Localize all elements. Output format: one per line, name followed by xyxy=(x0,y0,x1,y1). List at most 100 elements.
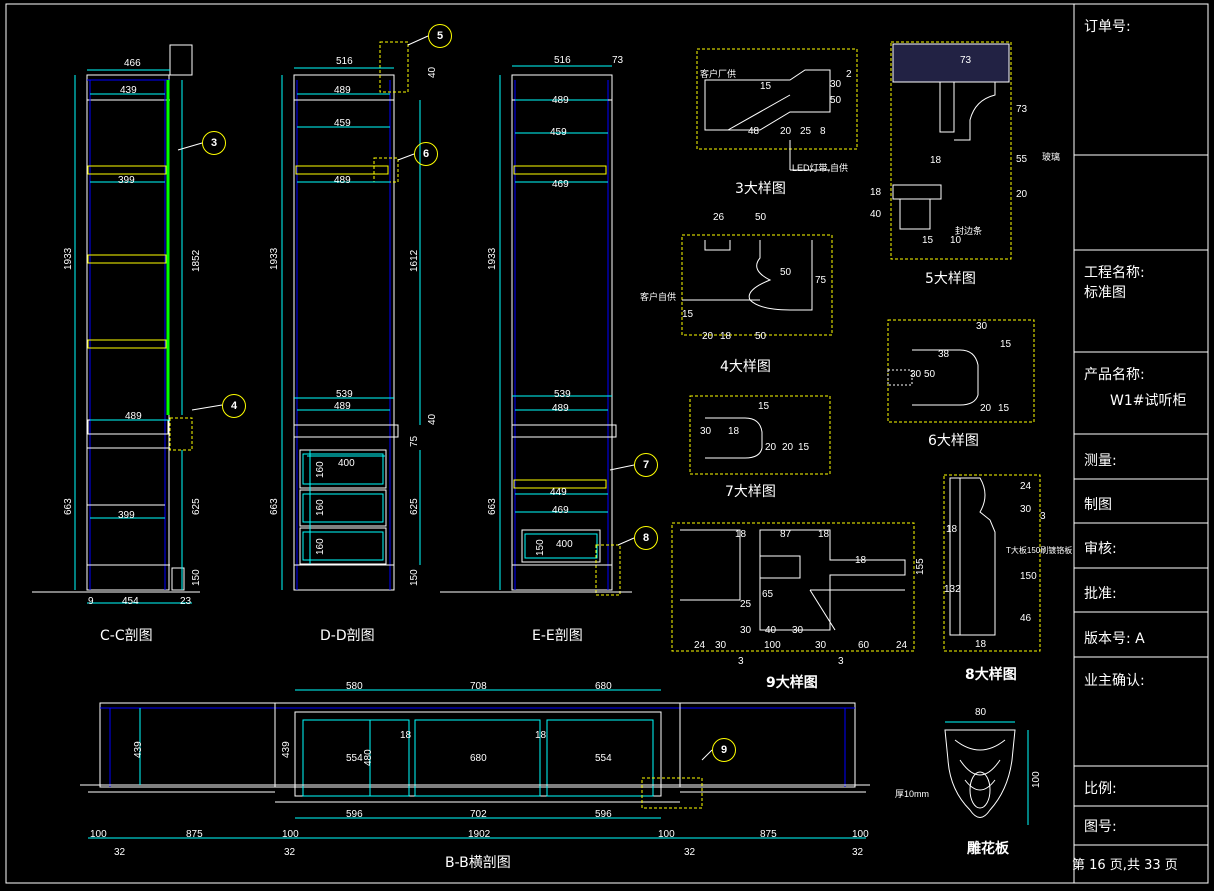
bb-dim-i18b: 18 xyxy=(535,730,547,741)
d7-dim-1: 15 xyxy=(758,401,770,412)
dd-dim-s160c: 160 xyxy=(315,538,326,555)
ee-dim-h663: 663 xyxy=(487,498,498,515)
d4-dim-5: 20 xyxy=(702,331,714,342)
d4-dim-8: 15 xyxy=(682,309,694,320)
bb-dim-r1: 100 xyxy=(658,829,675,840)
detail-bubble-5[interactable]: 5 xyxy=(428,24,452,48)
ee-section-title: E-E剖图 xyxy=(532,628,583,644)
ee-dim-d3: 469 xyxy=(552,179,569,190)
detail-8-title: 8大样图 xyxy=(965,667,1017,683)
d3-dim-1: 15 xyxy=(760,81,772,92)
cc-dim-top: 466 xyxy=(124,58,141,69)
dd-dim-h663: 663 xyxy=(269,498,280,515)
d9-dim-18: 155 xyxy=(915,558,926,575)
product-name-label: 产品名称: xyxy=(1084,367,1145,383)
note-thickness-10: 厚10mm xyxy=(895,789,930,799)
dd-dim-d5: 489 xyxy=(334,401,351,412)
ee-dim-top: 516 xyxy=(554,55,571,66)
d8-dim-1: 24 xyxy=(1020,481,1032,492)
cc-dim-b9: 9 xyxy=(88,596,94,607)
bb-dim-r3: 100 xyxy=(852,829,869,840)
d9-dim-3: 18 xyxy=(818,529,830,540)
bb-dim-b1: 596 xyxy=(346,809,363,820)
d8-dim-7: 132 xyxy=(944,584,961,595)
d6-dim-2: 15 xyxy=(1000,339,1012,350)
d9-dim-9: 30 xyxy=(792,625,804,636)
detail-7-title: 7大样图 xyxy=(725,484,776,500)
dd-dim-top: 516 xyxy=(336,56,353,67)
carved-panel-title: 雕花板 xyxy=(967,841,1009,857)
d9-dim-8: 40 xyxy=(765,625,777,636)
bb-dim-l3: 100 xyxy=(282,829,299,840)
ee-dim-b73: 73 xyxy=(612,55,624,66)
detail-5-view xyxy=(890,41,1012,260)
d3-dim-6: 30 xyxy=(830,79,842,90)
carved-panel-view xyxy=(944,721,1029,825)
bb-dim-s32b: 32 xyxy=(284,847,296,858)
d7-dim-5: 20 xyxy=(782,442,794,453)
d5-dim-8: 15 xyxy=(922,235,934,246)
cc-section-title: C-C剖图 xyxy=(100,628,153,644)
detail-9-title: 9大样图 xyxy=(766,675,818,691)
detail-bubble-4[interactable]: 4 xyxy=(222,394,246,418)
d8-dim-4: 18 xyxy=(975,639,987,650)
bb-dim-l1: 100 xyxy=(90,829,107,840)
detail-6-view xyxy=(887,319,1035,423)
bb-dim-s32c: 32 xyxy=(684,847,696,858)
cc-dim-d2: 399 xyxy=(118,175,135,186)
cc-dim-h1933: 1933 xyxy=(63,247,74,270)
note-client-supply-2: 客户自供 xyxy=(640,292,677,302)
bb-dim-h439b: 439 xyxy=(281,741,292,758)
d5-dim-9: 10 xyxy=(950,235,962,246)
page-number-label: 第 16 页,共 33 页 xyxy=(1072,858,1178,873)
review-label: 审核: xyxy=(1084,541,1117,557)
note-detail-8: T大板150刷镀铬板 xyxy=(1006,546,1073,555)
d3-dim-5: 8 xyxy=(820,126,826,137)
sheet-border xyxy=(5,3,1209,884)
bb-dim-b3: 596 xyxy=(595,809,612,820)
d9-dim-15: 24 xyxy=(896,640,908,651)
dd-dim-d4: 539 xyxy=(336,389,353,400)
bb-dim-s32a: 32 xyxy=(114,847,126,858)
d8-dim-6: 46 xyxy=(1020,613,1032,624)
approve-label: 批准: xyxy=(1084,586,1117,602)
bb-dim-i554b: 554 xyxy=(595,753,612,764)
d9-dim-1: 18 xyxy=(735,529,747,540)
cc-section-view xyxy=(32,44,200,604)
bb-section-title: B-B横剖图 xyxy=(445,855,511,871)
dd-dim-s75: 75 xyxy=(409,435,420,447)
d9-dim-7: 30 xyxy=(740,625,752,636)
detail-bubble-9[interactable]: 9 xyxy=(712,738,736,762)
d9-dim-2: 87 xyxy=(780,529,792,540)
bb-section-view xyxy=(80,689,870,839)
d6-dim-1: 30 xyxy=(976,321,988,332)
detail-bubble-8[interactable]: 8 xyxy=(634,526,658,550)
cc-dim-h1852: 1852 xyxy=(191,249,202,272)
detail-8-view xyxy=(943,474,1041,652)
bb-dim-h439: 439 xyxy=(133,741,144,758)
d9-dim-6: 25 xyxy=(740,599,752,610)
d5-dim-2: 73 xyxy=(1016,104,1028,115)
detail-3-view xyxy=(696,48,858,171)
carve-dim-width: 80 xyxy=(975,707,987,718)
bb-dim-t2: 708 xyxy=(470,681,487,692)
ee-dim-s150: 150 xyxy=(535,539,546,556)
detail-4-view xyxy=(681,234,833,336)
d3-dim-8: 2 xyxy=(846,69,852,80)
detail-bubble-6[interactable]: 6 xyxy=(414,142,438,166)
drawing-no-label: 图号: xyxy=(1084,819,1117,835)
dd-dim-s160b: 160 xyxy=(315,499,326,516)
detail-6-title: 6大样图 xyxy=(928,433,979,449)
detail-bubble-7[interactable]: 7 xyxy=(634,453,658,477)
ee-dim-d1: 489 xyxy=(552,95,569,106)
cc-dim-d4: 399 xyxy=(118,510,135,521)
d3-dim-2: 48 xyxy=(748,126,760,137)
ee-dim-d7: 469 xyxy=(552,505,569,516)
d3-dim-4: 25 xyxy=(800,126,812,137)
detail-bubble-3[interactable]: 3 xyxy=(202,131,226,155)
d4-dim-7: 50 xyxy=(755,331,767,342)
product-name-value: W1#试听柜 xyxy=(1110,393,1187,409)
d6-dim-3: 30 xyxy=(910,369,922,380)
d4-dim-2: 50 xyxy=(755,212,767,223)
ee-section-view xyxy=(440,65,632,596)
